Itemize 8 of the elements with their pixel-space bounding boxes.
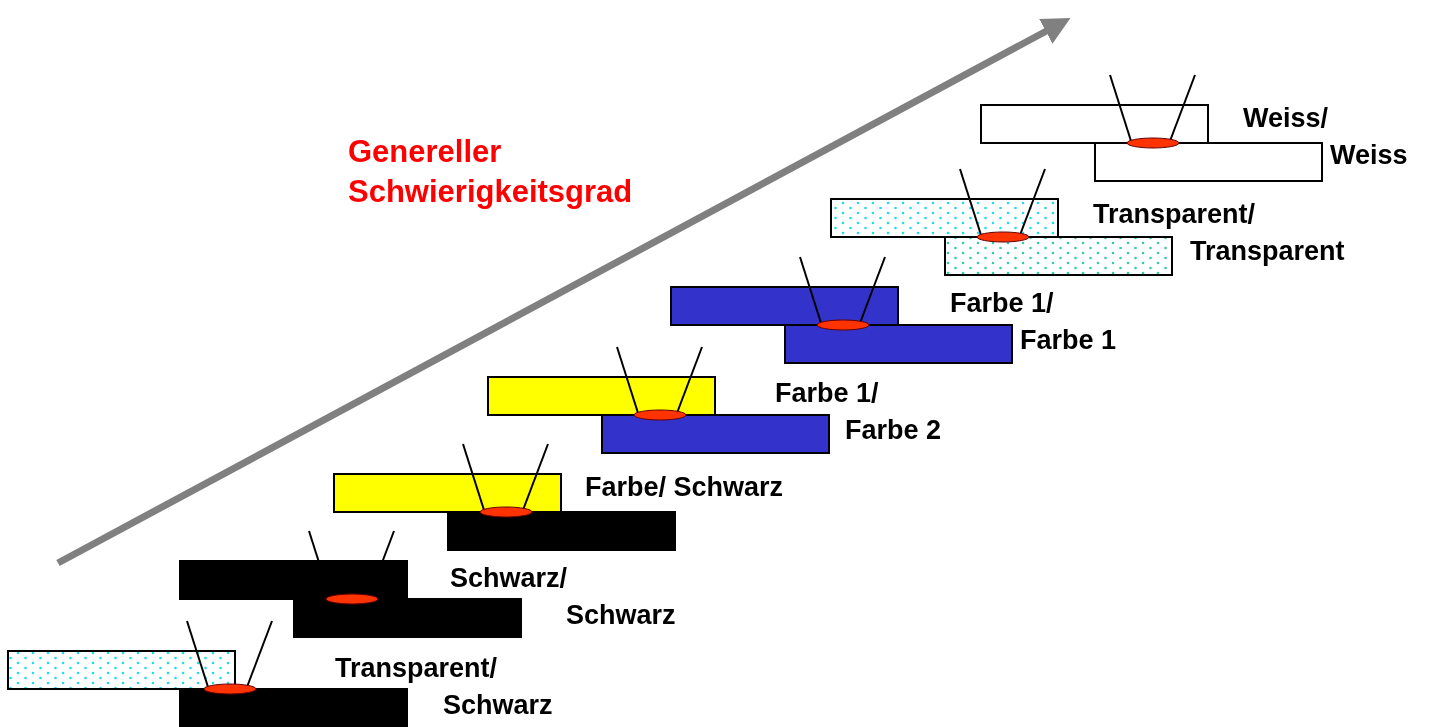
material-label: Weiss/ Weiss xyxy=(1243,102,1408,172)
material-label: Farbe 1/ Farbe 1 xyxy=(950,287,1118,357)
material-label: Farbe/ Schwarz xyxy=(585,471,785,504)
material-label: Farbe 1/ Farbe 2 xyxy=(775,377,943,447)
material-label: Transparent/ Schwarz xyxy=(335,652,553,722)
material-label: Transparent/ Transparent xyxy=(1093,198,1345,268)
material-label: Schwarz/ Schwarz xyxy=(450,562,676,632)
difficulty-label: Genereller Schwierigkeitsgrad xyxy=(348,133,634,211)
